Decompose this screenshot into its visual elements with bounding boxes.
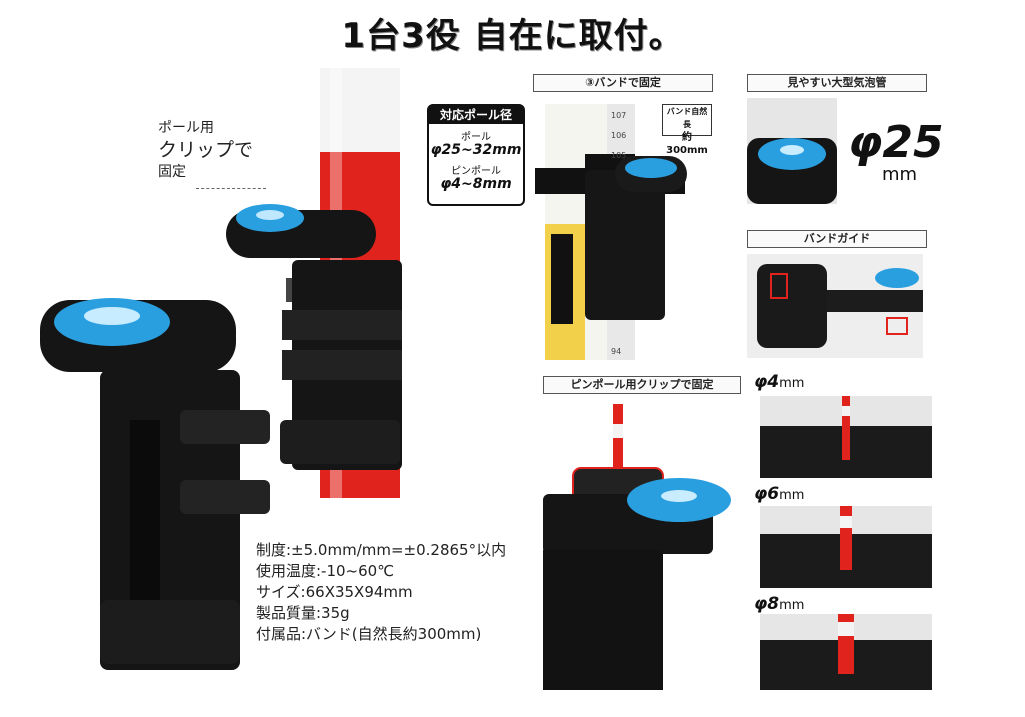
callout-leader (196, 188, 266, 189)
pin-size-6-unit: mm (779, 488, 805, 503)
band-length-note: バンド自然長 約300mm (662, 104, 712, 156)
pin-pole-label: ピンポール (451, 166, 501, 177)
pin-6-photo (760, 506, 932, 588)
pin-4-photo (760, 396, 932, 478)
pin-size-6-value: φ6 (754, 484, 780, 504)
main-product-illustration (40, 68, 402, 670)
ruler-number: 107 (611, 111, 626, 120)
pin-size-4-value: φ4 (754, 372, 780, 392)
band-guide-photo (747, 254, 923, 358)
band-note-line-1: バンド自然長 (666, 107, 708, 129)
pin-8-photo (760, 614, 932, 690)
vial-size: φ25 (848, 120, 944, 166)
pole-white-band (320, 68, 400, 152)
band-note-line-2: 約300mm (666, 132, 708, 156)
pin-size-4-unit: mm (779, 376, 805, 391)
vial-photo (747, 98, 837, 204)
spec-accuracy: 制度:±5.0mm/mm=±0.2865°以内 (256, 541, 507, 559)
spec-size: サイズ:66X35X94mm (256, 583, 413, 601)
spec-weight: 製品質量:35g (256, 604, 350, 622)
callout-line-2: クリップで (158, 139, 254, 161)
band-panel-label: ③バンドで固定 (533, 74, 713, 92)
headline: 1台3役 自在に取付。 (341, 16, 684, 56)
ruler-number: 106 (611, 131, 626, 140)
pin-panel-label: ピンポール用クリップで固定 (543, 376, 741, 394)
pin-pole-value: φ4~8mm (440, 176, 512, 192)
band-level-illustration (535, 156, 687, 320)
pole-label: ポール (461, 132, 491, 143)
pin-size-8-value: φ8 (754, 594, 780, 614)
pin-size-6: φ6mm (754, 484, 804, 504)
pin-size-4: φ4mm (754, 372, 804, 392)
compatible-pole-box: 対応ポール径 ポール φ25~32mm ピンポール φ4~8mm (427, 104, 525, 206)
ruler-number: 94 (611, 347, 621, 356)
compat-title: 対応ポール径 (429, 106, 523, 124)
callout-line-1: ポール用 (158, 120, 214, 136)
spec-temperature: 使用温度:-10~60℃ (256, 562, 395, 580)
guide-panel-label: バンドガイド (747, 230, 927, 248)
pole-value: φ25~32mm (430, 142, 522, 158)
spec-list: 制度:±5.0mm/mm=±0.2865°以内 使用温度:-10~60℃ サイズ… (256, 540, 506, 645)
pin-size-8-unit: mm (779, 598, 805, 613)
pole-clip-callout: ポール用 クリップで 固定 (158, 117, 253, 183)
spec-accessory: 付属品:バンド(自然長約300mm) (256, 625, 482, 643)
vial-size-value: φ25 (848, 117, 944, 168)
vial-panel-label: 見やすい大型気泡管 (747, 74, 927, 92)
ruler-number: 105 (611, 151, 626, 160)
pin-size-8: φ8mm (754, 594, 804, 614)
callout-line-3: 固定 (158, 164, 186, 180)
vial-size-unit: mm (882, 164, 918, 185)
pin-clip-illustration (543, 404, 731, 690)
